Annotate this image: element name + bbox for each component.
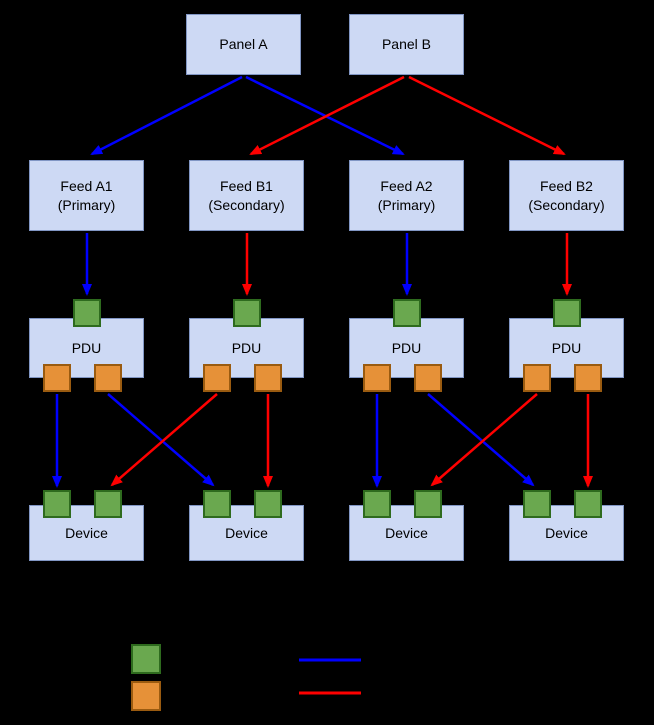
device-1-label: Device (65, 524, 108, 541)
pdu-2-output-port-left (203, 364, 231, 392)
pdu-4-input-port (553, 299, 581, 327)
device-2-input-port-left (203, 490, 231, 518)
arrow-pdu-3-to-device-4 (427, 393, 535, 487)
pdu-1-output-port-left (43, 364, 71, 392)
device-4-label: Device (545, 524, 588, 541)
pdu-1-input-port (73, 299, 101, 327)
pdu-3-label: PDU (391, 339, 422, 356)
pdu-3-input-port (393, 299, 421, 327)
arrow-panel-a-to-feed-a2 (245, 75, 405, 156)
device-1-input-port-left (43, 490, 71, 518)
panel-b-label: Panel B (381, 36, 432, 52)
pdu-4-label: PDU (551, 339, 582, 356)
arrow-pdu-2-to-device-1 (110, 393, 218, 487)
pdu-2-label: PDU (231, 339, 262, 356)
feed-a1-label-line1: Feed A1 (60, 177, 113, 194)
feed-b2-label-line1: Feed B2 (540, 177, 593, 194)
pdu-4-output-port-left (523, 364, 551, 392)
panel-b-box: Panel B (349, 14, 464, 75)
arrow-panel-b-to-feed-b2 (408, 75, 566, 156)
feed-b2-box: Feed B2 (Secondary) (509, 160, 624, 231)
arrow-panel-a-to-feed-a1 (90, 75, 243, 156)
feed-b1-label-line1: Feed B1 (220, 177, 273, 194)
device-1-input-port-right (94, 490, 122, 518)
panel-a-box: Panel A (186, 14, 301, 75)
pdu-3-output-port-left (363, 364, 391, 392)
pdu-2-input-port (233, 299, 261, 327)
device-2-label: Device (225, 524, 268, 541)
arrow-pdu-1-to-device-2 (107, 393, 215, 487)
feed-b2-label-line2: (Secondary) (528, 196, 605, 213)
pdu-4-output-port-right (574, 364, 602, 392)
panel-a-label: Panel A (219, 36, 268, 52)
pdu-3-output-port-right (414, 364, 442, 392)
feed-a2-label-line2: (Primary) (377, 196, 436, 213)
pdu-2-output-port-right (254, 364, 282, 392)
device-4-input-port-right (574, 490, 602, 518)
feed-b1-label-line2: (Secondary) (208, 196, 285, 213)
device-3-input-port-left (363, 490, 391, 518)
device-3-box: Device (349, 505, 464, 561)
legend-output-port-swatch (131, 681, 161, 711)
feed-a1-label-line2: (Primary) (57, 196, 116, 213)
feed-b1-box: Feed B1 (Secondary) (189, 160, 304, 231)
feed-a2-label-line1: Feed A2 (380, 177, 433, 194)
legend-input-port-swatch (131, 644, 161, 674)
arrow-pdu-4-to-device-3 (430, 393, 538, 487)
feed-a1-box: Feed A1 (Primary) (29, 160, 144, 231)
device-3-label: Device (385, 524, 428, 541)
pdu-1-output-port-right (94, 364, 122, 392)
device-4-input-port-left (523, 490, 551, 518)
feed-a2-box: Feed A2 (Primary) (349, 160, 464, 231)
device-3-input-port-right (414, 490, 442, 518)
arrow-panel-b-to-feed-b1 (249, 75, 405, 156)
device-2-input-port-right (254, 490, 282, 518)
pdu-1-label: PDU (71, 339, 102, 356)
